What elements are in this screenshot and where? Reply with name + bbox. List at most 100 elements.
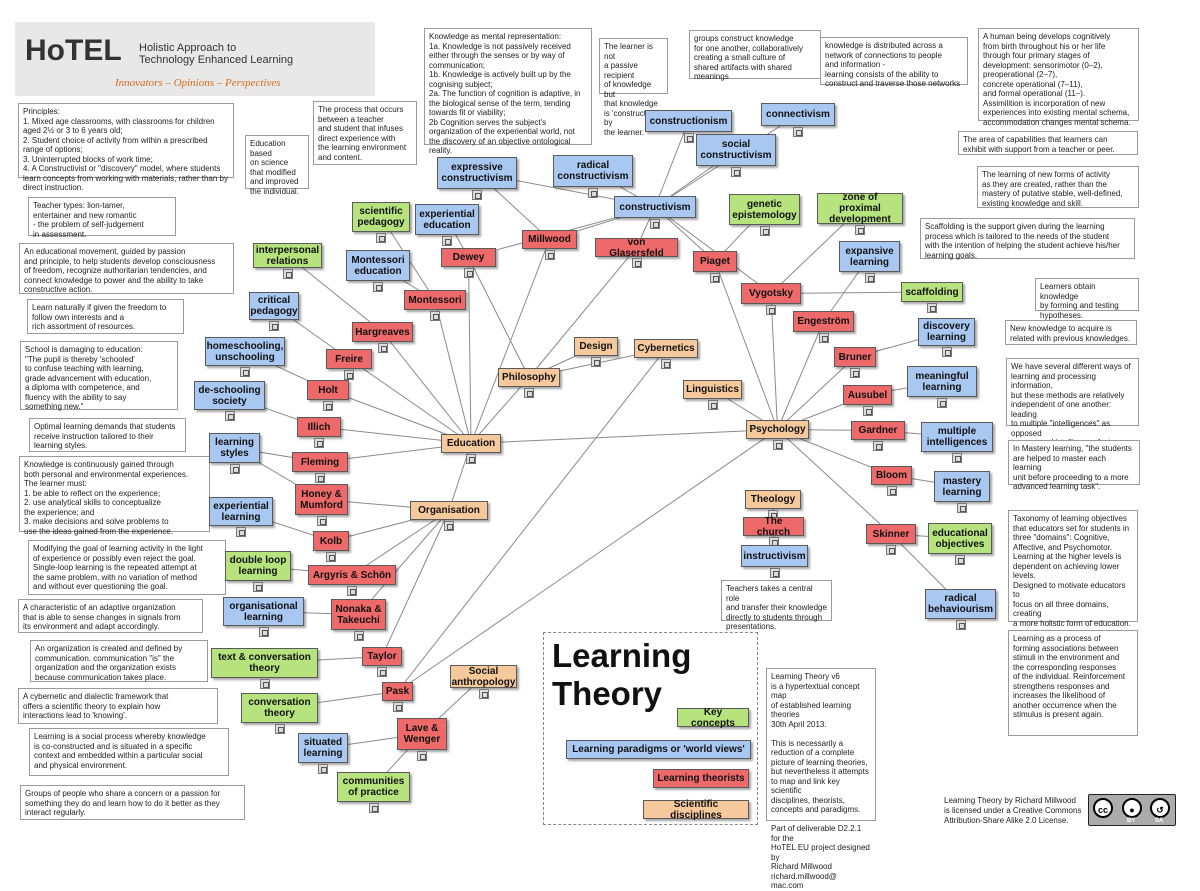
attachment-icon[interactable] — [955, 620, 966, 630]
node-psychology[interactable]: Psychology — [746, 420, 809, 439]
node-zone-of-proximal-development[interactable]: zone of proximal development — [817, 192, 903, 225]
node-holt[interactable]: Holt — [307, 380, 349, 400]
node-linguistics[interactable]: Linguistics — [683, 380, 742, 399]
node-taylor[interactable]: Taylor — [362, 647, 402, 666]
attachment-icon[interactable] — [591, 357, 601, 367]
node-experiential-education[interactable]: experiential education — [415, 204, 479, 235]
node-dewey[interactable]: Dewey — [441, 248, 496, 267]
node-ausubel[interactable]: Ausubel — [843, 385, 892, 405]
attachment-icon[interactable] — [759, 226, 770, 236]
attachment-icon[interactable] — [478, 689, 489, 699]
attachment-icon[interactable] — [315, 473, 325, 483]
attachment-icon[interactable] — [650, 219, 660, 229]
attachment-icon[interactable] — [941, 347, 952, 357]
attachment-icon[interactable] — [444, 521, 454, 531]
node-situated-learning[interactable]: situated learning — [298, 733, 348, 763]
attachment-icon[interactable] — [957, 503, 967, 513]
node-meaningful-learning[interactable]: meaningful learning — [907, 366, 977, 397]
node-organisation[interactable]: Organisation — [410, 501, 488, 520]
attachment-icon[interactable] — [855, 225, 865, 235]
node-cybernetics[interactable]: Cybernetics — [634, 339, 698, 358]
node-communities-of-practice[interactable]: communities of practice — [337, 772, 410, 802]
node-radical-behaviourism[interactable]: radical behaviourism — [925, 589, 996, 619]
attachment-icon[interactable] — [314, 438, 324, 448]
attachment-icon[interactable] — [318, 764, 328, 774]
attachment-icon[interactable] — [376, 233, 386, 243]
attachment-icon[interactable] — [373, 282, 383, 292]
node-engestrom[interactable]: Engeström — [793, 311, 854, 332]
node-philosophy[interactable]: Philosophy — [498, 368, 560, 387]
attachment-icon[interactable] — [588, 188, 598, 198]
node-argyris-schon[interactable]: Argyris & Schön — [308, 565, 396, 585]
node-theology[interactable]: Theology — [745, 490, 801, 509]
node-conversation-theory[interactable]: conversation theory — [241, 693, 318, 723]
attachment-icon[interactable] — [937, 398, 947, 408]
node-expansive-learning[interactable]: expansive learning — [839, 241, 900, 272]
node-kolb[interactable]: Kolb — [313, 531, 349, 551]
node-educational-objectives[interactable]: educational objectives — [928, 523, 992, 554]
node-expressive-constructivism[interactable]: expressive constructivism — [437, 157, 517, 189]
node-mastery-learning[interactable]: mastery learning — [934, 471, 990, 502]
node-scaffolding[interactable]: scaffolding — [901, 282, 963, 302]
attachment-icon[interactable] — [862, 406, 873, 416]
node-connectivism[interactable]: connectivism — [761, 103, 835, 126]
node-nonaka-takeuchi[interactable]: Nonaka & Takeuchi — [331, 599, 386, 630]
attachment-icon[interactable] — [368, 803, 379, 813]
node-text-conversation-theory[interactable]: text & conversation theory — [211, 648, 318, 678]
node-pask[interactable]: Pask — [382, 682, 413, 701]
attachment-icon[interactable] — [769, 568, 780, 578]
node-design[interactable]: Design — [574, 337, 618, 356]
node-skinner[interactable]: Skinner — [866, 524, 916, 544]
node-learning-styles[interactable]: learning styles — [209, 433, 260, 463]
attachment-icon[interactable] — [793, 127, 803, 137]
attachment-icon[interactable] — [927, 303, 937, 313]
attachment-icon[interactable] — [344, 370, 354, 380]
attachment-icon[interactable] — [886, 545, 896, 555]
attachment-icon[interactable] — [886, 486, 897, 496]
attachment-icon[interactable] — [259, 679, 270, 689]
attachment-icon[interactable] — [818, 333, 829, 343]
attachment-icon[interactable] — [766, 305, 776, 315]
node-homeschooling[interactable]: homeschooling, unschooling — [205, 337, 285, 366]
node-honey-mumford[interactable]: Honey & Mumford — [295, 484, 348, 515]
node-millwood[interactable]: Millwood — [522, 230, 577, 249]
attachment-icon[interactable] — [274, 724, 285, 734]
attachment-icon[interactable] — [873, 441, 883, 451]
node-deschooling-society[interactable]: de-schooling society — [194, 381, 265, 410]
attachment-icon[interactable] — [631, 258, 642, 268]
attachment-icon[interactable] — [683, 133, 694, 143]
node-discovery-learning[interactable]: discovery learning — [918, 318, 975, 346]
node-bloom[interactable]: Bloom — [871, 466, 912, 485]
node-constructionism[interactable]: constructionism — [645, 110, 732, 132]
attachment-icon[interactable] — [466, 454, 476, 464]
attachment-icon[interactable] — [864, 273, 875, 283]
node-double-loop-learning[interactable]: double loop learning — [225, 551, 291, 581]
node-critical-pedagogy[interactable]: critical pedagogy — [249, 292, 299, 320]
node-organisational-learning[interactable]: organisational learning — [223, 597, 304, 626]
attachment-icon[interactable] — [236, 527, 246, 537]
attachment-icon[interactable] — [269, 321, 279, 331]
attachment-icon[interactable] — [731, 167, 741, 177]
attachment-icon[interactable] — [442, 236, 452, 246]
attachment-icon[interactable] — [282, 269, 293, 279]
node-genetic-epistemology[interactable]: genetic epistemology — [729, 194, 800, 225]
attachment-icon[interactable] — [326, 552, 336, 562]
node-education[interactable]: Education — [441, 434, 501, 453]
attachment-icon[interactable] — [347, 586, 357, 596]
attachment-icon[interactable] — [377, 667, 387, 677]
attachment-icon[interactable] — [258, 627, 269, 637]
node-bruner[interactable]: Bruner — [834, 347, 876, 367]
attachment-icon[interactable] — [224, 411, 235, 421]
node-multiple-intelligences[interactable]: multiple intelligences — [921, 422, 993, 452]
node-piaget[interactable]: Piaget — [693, 251, 737, 272]
node-experiential-learning[interactable]: experiential learning — [209, 497, 273, 526]
attachment-icon[interactable] — [952, 453, 962, 463]
node-vygotsky[interactable]: Vygotsky — [741, 283, 801, 304]
attachment-icon[interactable] — [710, 273, 720, 283]
node-montessori-education[interactable]: Montessori education — [346, 250, 410, 281]
attachment-icon[interactable] — [463, 268, 474, 278]
attachment-icon[interactable] — [544, 250, 555, 260]
attachment-icon[interactable] — [707, 400, 718, 410]
attachment-icon[interactable] — [661, 359, 671, 369]
attachment-icon[interactable] — [850, 368, 860, 378]
